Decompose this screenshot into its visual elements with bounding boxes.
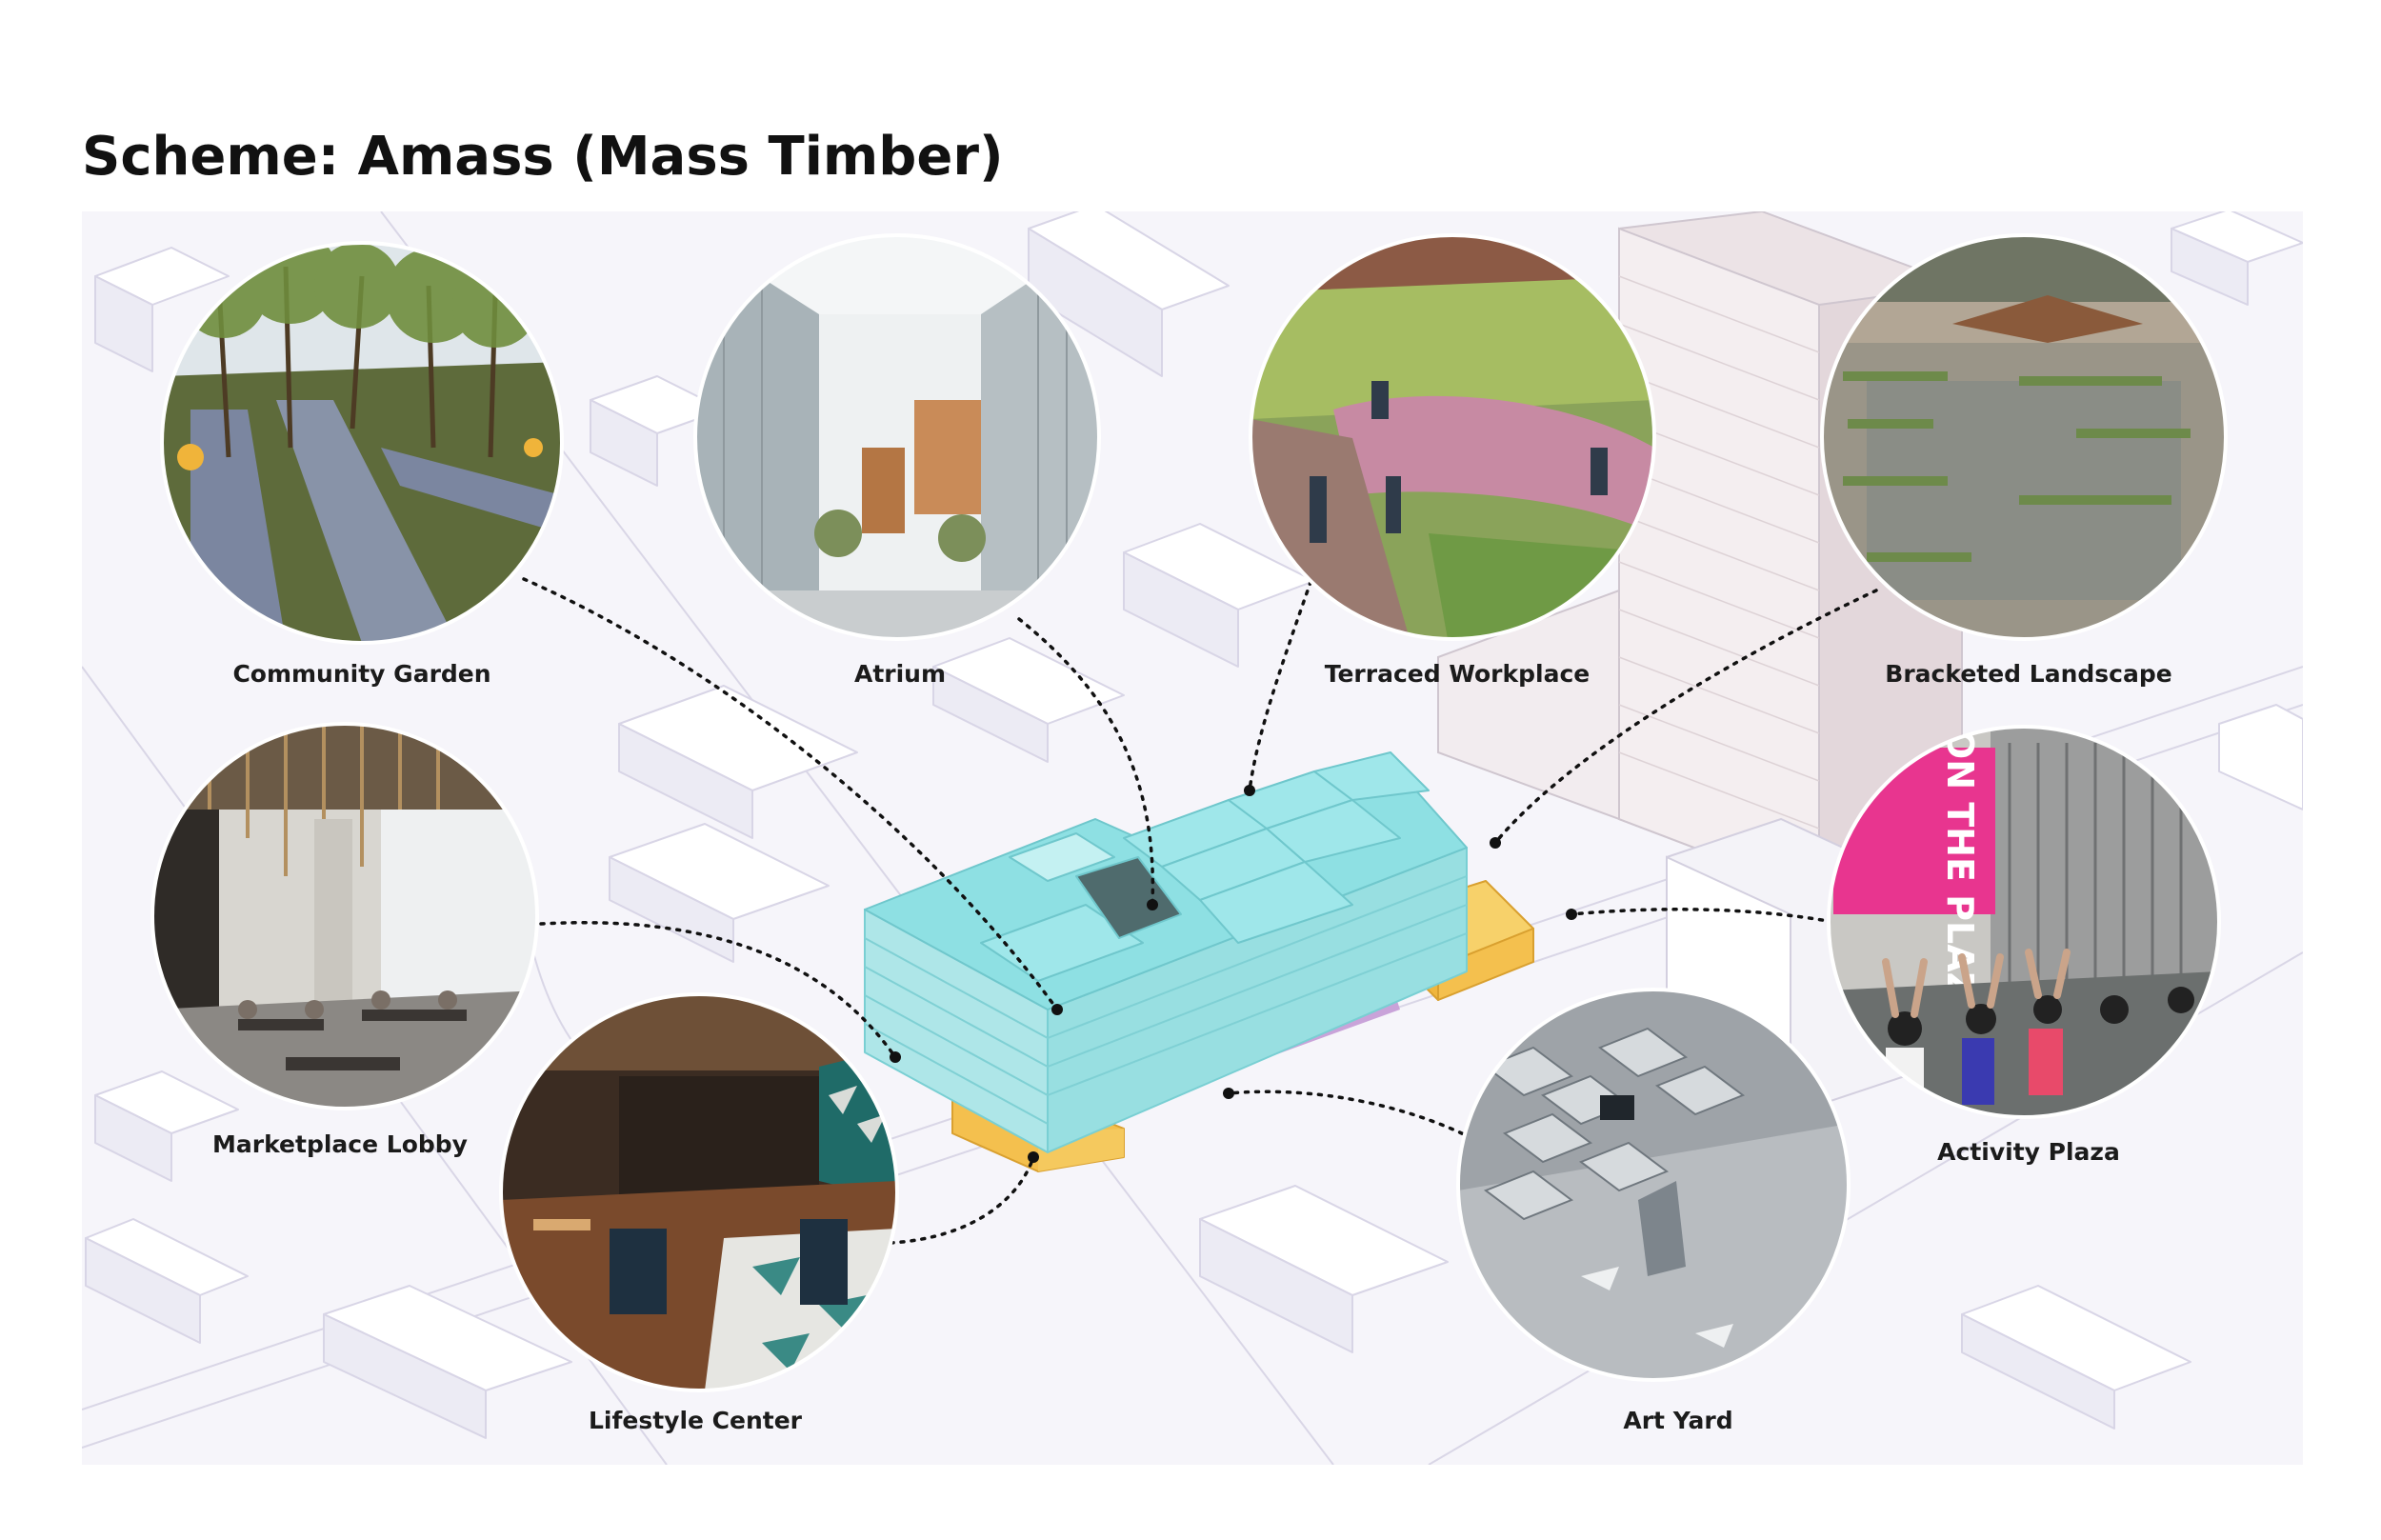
page-title: Scheme: Amass (Mass Timber) (82, 126, 1004, 188)
photo-bracketed-landscape (1822, 235, 2226, 639)
program-labels: Community Garden Atrium Terraced Workpla… (212, 660, 2172, 1434)
leader-art-yard (1227, 1090, 1483, 1145)
massing-atrium-void (1075, 856, 1182, 939)
massing-terraces (980, 751, 1430, 982)
massing (864, 751, 1534, 1172)
massing-floor-lines (864, 875, 1468, 1125)
leader-lines (522, 570, 1878, 1245)
leader-lifestyle-center (889, 1155, 1035, 1245)
leader-community-garden (522, 577, 1059, 1011)
label-bracketed-landscape: Bracketed Landscape (1885, 660, 2171, 688)
tower-floor-lines (1618, 275, 1820, 830)
label-community-garden: Community Garden (232, 660, 490, 688)
label-terraced-workplace: Terraced Workplace (1325, 660, 1591, 688)
photo-terraced-workplace (1251, 235, 1654, 639)
photo-atrium (695, 235, 1099, 639)
photo-art-yard (1458, 990, 1849, 1380)
leader-marketplace-lobby (539, 921, 897, 1059)
label-marketplace-lobby: Marketplace Lobby (212, 1130, 468, 1158)
billboard-text: YOU ON THE PLAZA (1939, 630, 1981, 1027)
leader-endpoints (890, 785, 1577, 1163)
photo-community-garden (162, 243, 562, 643)
label-activity-plaza: Activity Plaza (1937, 1138, 2120, 1166)
label-lifestyle-center: Lifestyle Center (589, 1407, 803, 1434)
context-buildings (85, 211, 2303, 1439)
photo-lifestyle-center (501, 994, 897, 1390)
leader-activity-plaza (1570, 908, 1845, 926)
leader-atrium (1017, 617, 1155, 907)
label-art-yard: Art Yard (1623, 1407, 1732, 1434)
photo-marketplace-lobby (152, 724, 537, 1109)
label-atrium: Atrium (854, 660, 946, 688)
leader-bracketed-landscape (1493, 589, 1878, 845)
